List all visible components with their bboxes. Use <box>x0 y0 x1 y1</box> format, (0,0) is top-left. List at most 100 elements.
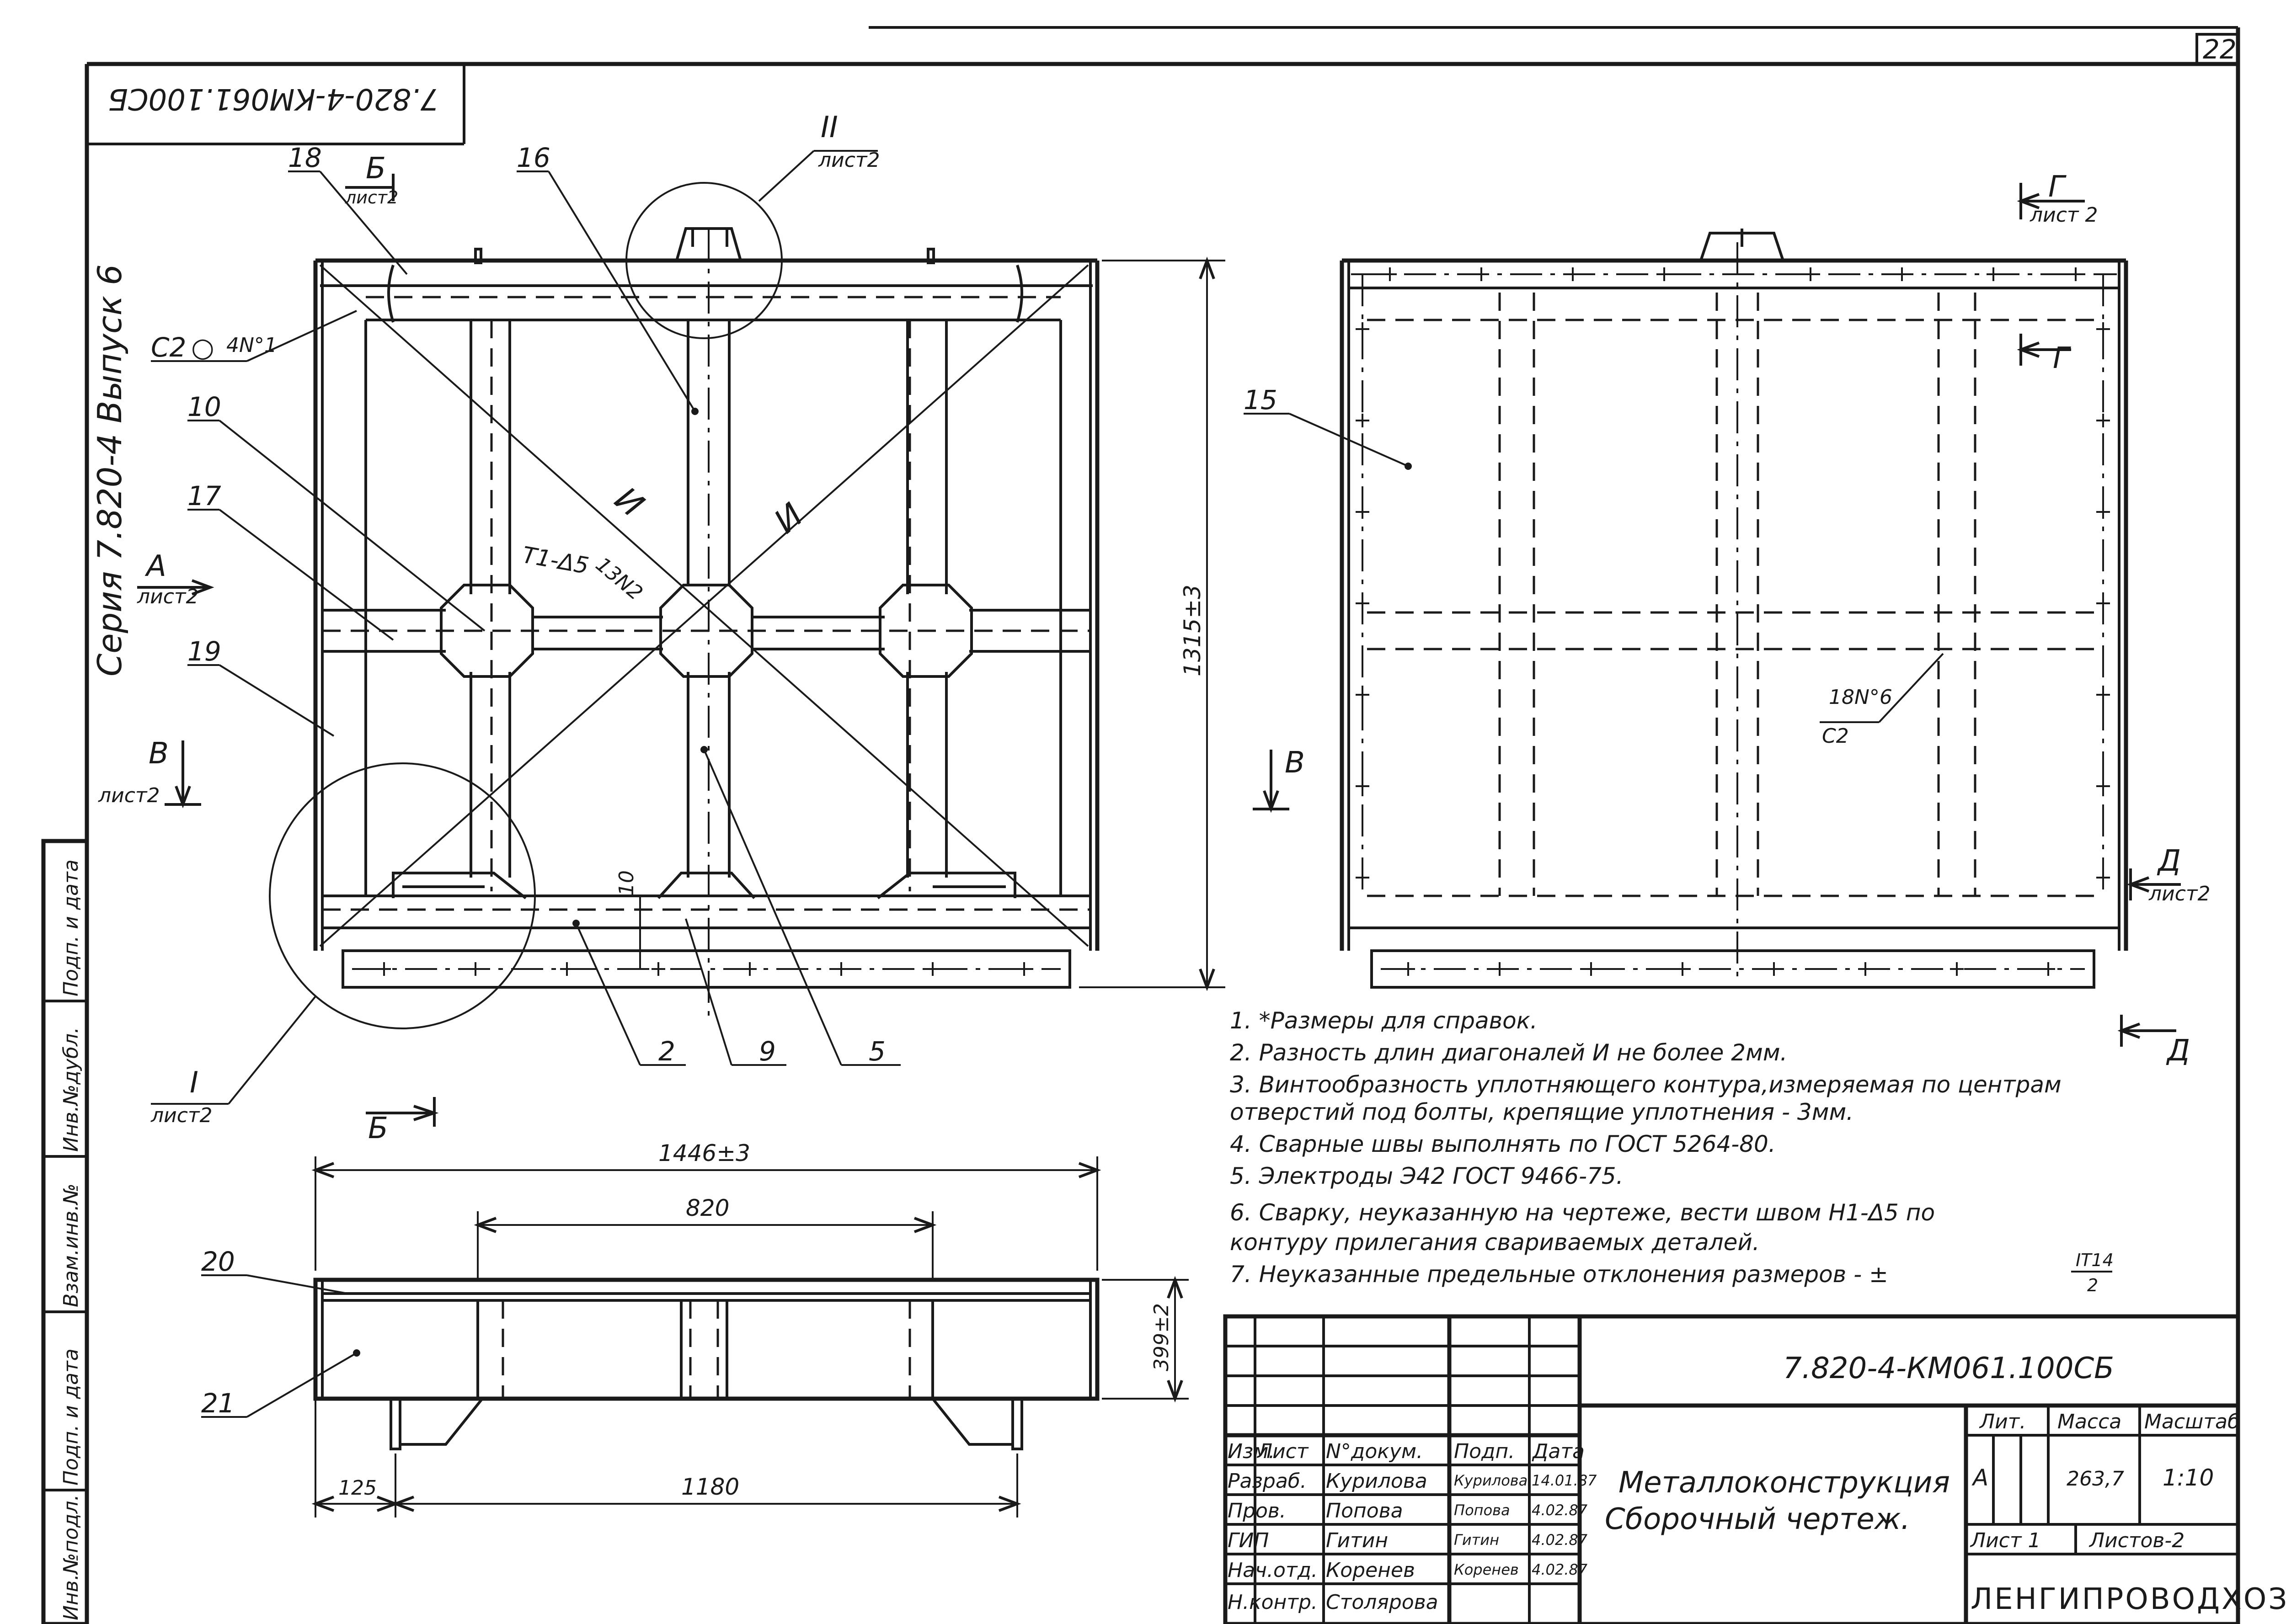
view-V-left: В <box>149 737 169 771</box>
view-D-right: Д <box>2157 844 2181 878</box>
note-1: 1. *Размеры для справок. <box>1230 1007 1538 1034</box>
tb-sign-1: Попова <box>1454 1502 1510 1519</box>
front-dimensions: 1315±3 10 <box>615 256 1225 991</box>
view-B-top: Б <box>366 152 386 186</box>
callout-18: 18 <box>288 142 322 173</box>
note-5: 5. Электроды Э42 ГОСТ 9466-75. <box>1230 1163 1624 1189</box>
dim-depth: 399±2 <box>1150 1303 1173 1371</box>
view-D-bottom: Д <box>2166 1034 2190 1068</box>
dim-width-total: 1446±3 <box>658 1140 750 1166</box>
callout-19: 19 <box>187 636 221 667</box>
weld-18n6: 18N°6 <box>1829 686 1892 709</box>
callout-2: 2 <box>658 1036 675 1067</box>
stamp-inv-dubl: Инв.№дубл. <box>59 1027 83 1152</box>
tb-col-ndok: N°докум. <box>1326 1440 1423 1463</box>
callout-20: 20 <box>201 1246 235 1277</box>
tb-col-data: Дата <box>1532 1440 1585 1463</box>
node-II-circle <box>625 182 783 339</box>
tb-role-3: Нач.отд. <box>1228 1559 1318 1582</box>
rotated-doc-code: 7.820-4-КМ061.100СБ <box>87 64 465 145</box>
weld-c2-circle: ○ <box>191 332 214 363</box>
diag-label-2: И <box>767 495 810 541</box>
tb-name-1: Попова <box>1326 1499 1403 1523</box>
tb-date-0: 14.01.87 <box>1532 1472 1597 1489</box>
callout-9: 9 <box>759 1036 776 1067</box>
callout-16: 16 <box>517 142 550 173</box>
tb-role-0: Разраб. <box>1228 1470 1307 1493</box>
view-G-top-sheet: лист 2 <box>2030 203 2098 227</box>
dim-height: 1315±3 <box>1179 585 1206 676</box>
side-view-labels: 15 18N°6 С2 Г лист 2 Г В Д лист2 Д <box>1244 170 2211 1068</box>
view-D-right-sheet: лист2 <box>2148 882 2211 905</box>
weld-c2-num: 4N°1 <box>226 334 277 357</box>
dim-gap: 10 <box>615 870 638 896</box>
callout-5: 5 <box>869 1036 886 1067</box>
tb-doc-code: 7.820-4-КМ061.100СБ <box>1783 1352 2114 1385</box>
note-7: 7. Неуказанные предельные отклонения раз… <box>1230 1261 1888 1288</box>
tb-col-izm: Изм. <box>1228 1440 1275 1463</box>
tb-name-4: Столярова <box>1326 1591 1438 1614</box>
tb-lit-label: Лит. <box>1979 1410 2026 1433</box>
note-3-cont: отверстий под болты, крепящие уплотнения… <box>1230 1099 1853 1125</box>
view-G-top: Г <box>2048 170 2067 204</box>
rotated-doc-code-text: 7.820-4-КМ061.100СБ <box>108 82 439 116</box>
weld-c2-right: С2 <box>1822 724 1849 748</box>
note-7-den: 2 <box>2087 1275 2098 1295</box>
weld-c2-label: С2 <box>151 332 186 363</box>
weld-t1-label: Т1-Δ5 <box>520 542 591 580</box>
tb-date-1: 4.02.87 <box>1532 1502 1588 1519</box>
tb-title-line1: Металлоконструкция <box>1618 1466 1950 1500</box>
stamp-podp-data-1: Подп. и дата <box>59 859 83 996</box>
side-view-bolts <box>1356 267 2110 976</box>
view-G-mid: Г <box>2053 341 2071 375</box>
callout-15: 15 <box>1244 384 1277 415</box>
side-stamp: Подп. и дата Инв.№дубл. Взам.инв.№ Подп.… <box>41 839 89 1624</box>
node-I-label: I <box>190 1066 198 1100</box>
node-I-sheet: лист2 <box>150 1104 213 1127</box>
view-V-right: В <box>1285 746 1305 780</box>
tb-date-2: 4.02.87 <box>1532 1531 1588 1549</box>
tb-mass-label: Масса <box>2057 1410 2121 1433</box>
node-II-label: II <box>821 111 838 144</box>
tb-title-line2: Сборочный чертеж. <box>1605 1502 1910 1536</box>
note-2: 2. Разность длин диагоналей И не более 2… <box>1230 1039 1787 1066</box>
view-B-bottom: Б <box>368 1112 388 1145</box>
view-A: А <box>144 549 166 583</box>
tb-org: ЛЕНГИПРОВОДХОЗ <box>1971 1582 2286 1616</box>
node-I-circle <box>269 762 536 1029</box>
dim-125: 125 <box>338 1476 377 1500</box>
view-A-sheet: лист2 <box>137 585 199 608</box>
sheet-number: 22 <box>2203 34 2237 65</box>
front-view-arrows: Б лист2 А лист2 В лист2 II лист2 I лист2 <box>98 111 880 1127</box>
note-6-cont: контуру прилегания свариваемых деталей. <box>1230 1229 1760 1256</box>
tb-name-2: Гитин <box>1326 1529 1388 1552</box>
diag-label-1: И <box>608 479 651 525</box>
dim-820: 820 <box>686 1195 729 1221</box>
tb-role-2: ГИП <box>1228 1529 1269 1552</box>
node-II-sheet: лист2 <box>818 149 880 172</box>
view-B-top-sheet: лист2 <box>345 187 398 208</box>
tb-role-1: Пров. <box>1228 1499 1286 1523</box>
note-7-num: IT14 <box>2076 1250 2114 1270</box>
tb-sign-3: Коренев <box>1454 1561 1519 1578</box>
tb-sheets-label: Листов-2 <box>2088 1529 2185 1552</box>
tb-lit-value: А <box>1971 1464 1988 1491</box>
tb-scale-value: 1:10 <box>2163 1464 2214 1491</box>
plan-view: Б 1446±3 820 <box>201 1097 1189 1518</box>
tb-role-4: Н.контр. <box>1228 1591 1318 1614</box>
tb-col-list: Лист <box>1256 1440 1309 1463</box>
note-3: 3. Винтообразность уплотняющего контура,… <box>1230 1071 2062 1098</box>
tb-name-3: Коренев <box>1326 1559 1415 1582</box>
callout-10: 10 <box>187 391 221 422</box>
tb-sign-0: Курилова <box>1454 1472 1528 1489</box>
technical-notes: 1. *Размеры для справок. 2. Разность дли… <box>1230 1007 2114 1295</box>
stamp-podp-data-2: Подп. и дата <box>59 1348 83 1486</box>
callout-17: 17 <box>187 480 221 511</box>
tb-scale-label: Масштаб <box>2144 1410 2240 1433</box>
tb-date-3: 4.02.87 <box>1532 1561 1588 1578</box>
note-6: 6. Сварку, неуказанную на чертеже, вести… <box>1230 1199 1935 1226</box>
front-view <box>269 182 1100 1029</box>
tb-col-podp: Подп. <box>1454 1440 1515 1463</box>
side-view <box>1340 229 2128 989</box>
